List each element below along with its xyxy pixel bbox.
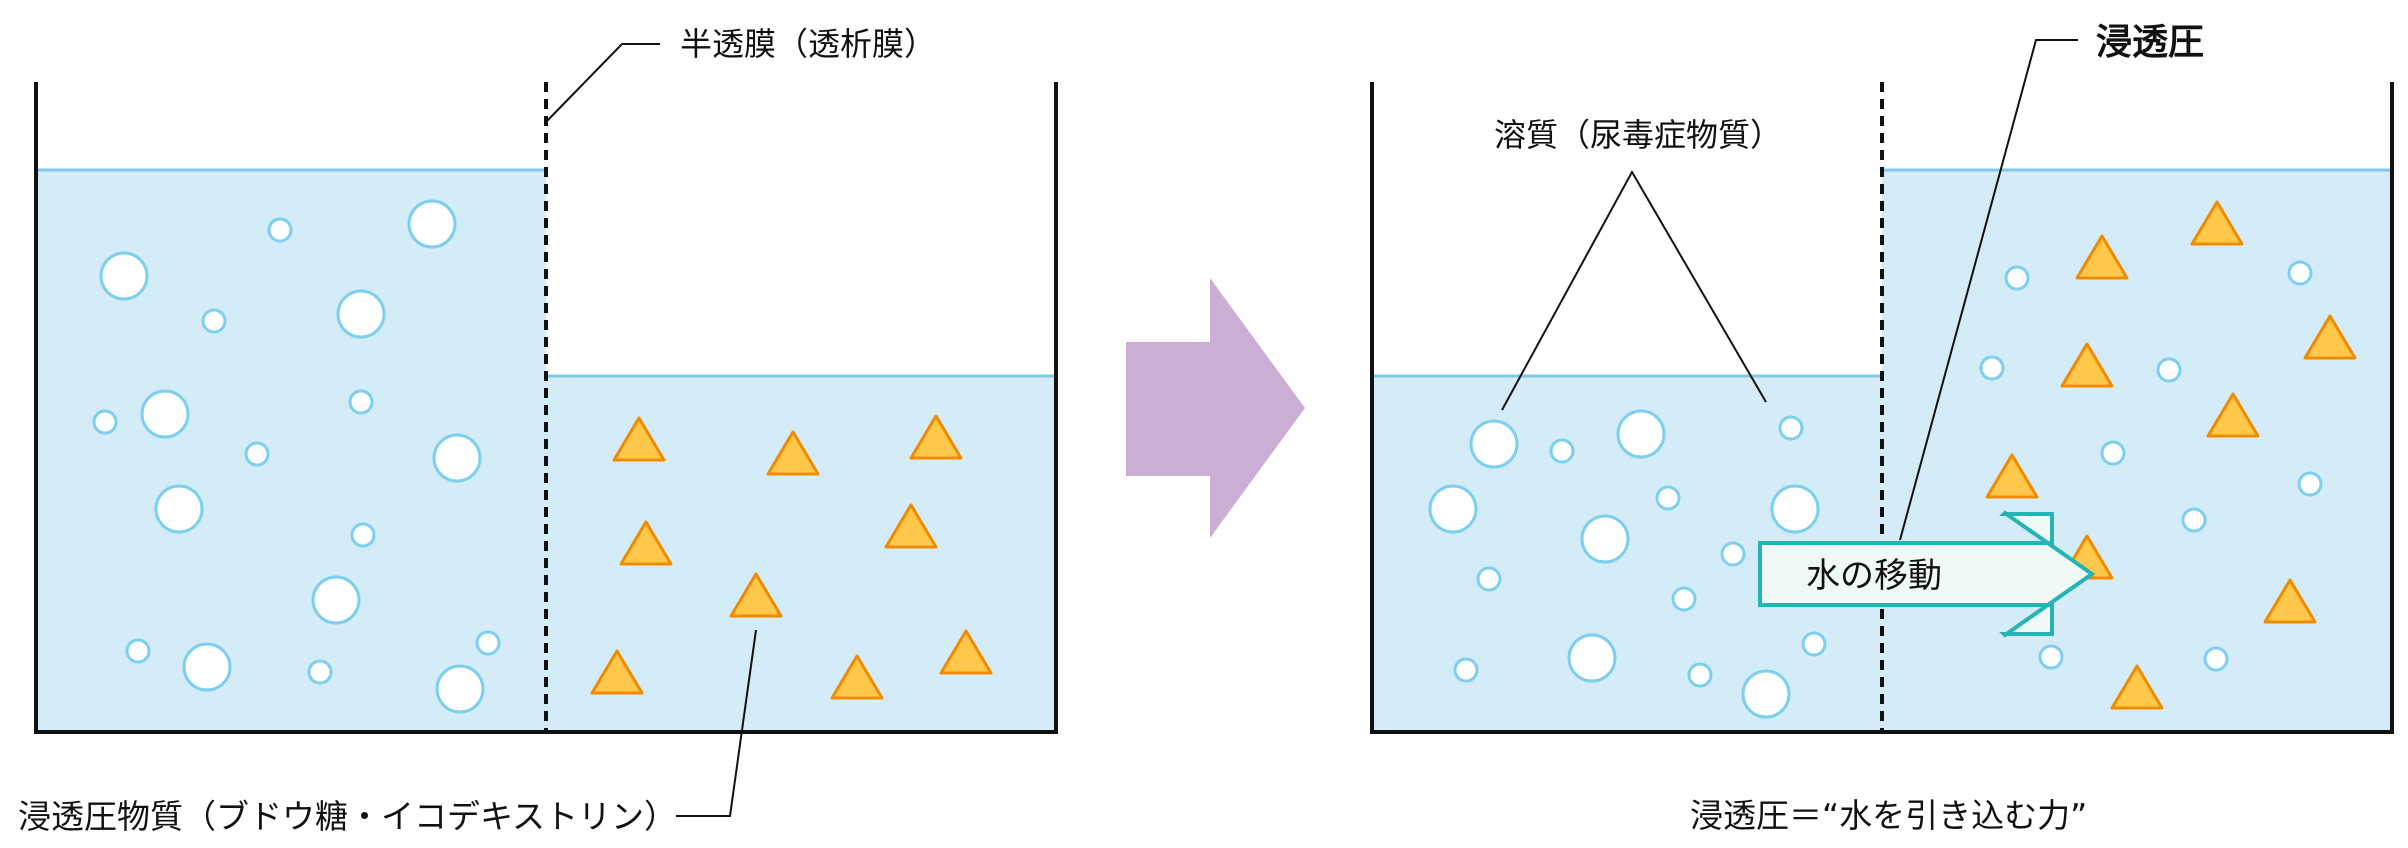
- osmotic-pressure-definition: 浸透圧＝“水を引き込む力”: [1690, 796, 2087, 835]
- water-molecule: [1476, 566, 1502, 592]
- water-molecule: [432, 433, 482, 483]
- water-molecule: [336, 289, 386, 339]
- solute-particle: [2075, 234, 2129, 280]
- solute-particle: [590, 649, 644, 695]
- membrane-label: 半透膜（透析膜）: [680, 25, 936, 63]
- solute-particle: [1985, 453, 2039, 499]
- water-molecule: [348, 389, 374, 415]
- solute-particle: [2263, 578, 2317, 624]
- solute-particle: [729, 572, 783, 618]
- solute-label: 溶質（尿毒症物質）: [1494, 116, 1782, 154]
- osmotic-particles-before: [590, 414, 993, 700]
- water-molecules-after: [1428, 260, 2323, 719]
- water-molecule: [1671, 586, 1697, 612]
- solute-particle: [830, 654, 884, 700]
- water-molecule: [2203, 646, 2229, 672]
- water-molecules-before: [92, 199, 501, 714]
- water-molecule: [140, 389, 190, 439]
- osmotic-pressure-leader-line: [1899, 39, 2078, 541]
- solute-particle: [909, 414, 963, 460]
- right-arrow-icon: [1758, 510, 2096, 638]
- water-molecule: [1549, 438, 1575, 464]
- water-molecule: [1979, 355, 2005, 381]
- water-molecule: [92, 409, 118, 435]
- water-molecule: [1428, 484, 1478, 534]
- water-molecule: [1770, 484, 1820, 534]
- water-right-after: [1882, 170, 2392, 732]
- osmotic-pressure-title: 浸透圧: [2096, 22, 2204, 63]
- water-molecule: [2287, 260, 2313, 286]
- solute-particle: [766, 430, 820, 476]
- water-molecule: [2156, 357, 2182, 383]
- water-molecule: [154, 484, 204, 534]
- water-molecule: [1801, 631, 1827, 657]
- solute-particle: [2110, 664, 2164, 710]
- solute-particle: [2303, 314, 2357, 360]
- water-molecule: [2181, 507, 2207, 533]
- water-molecule: [307, 659, 333, 685]
- water-molecule: [267, 217, 293, 243]
- water-molecule: [1616, 409, 1666, 459]
- water-molecule: [201, 308, 227, 334]
- osmotic-substance-label: 浸透圧物質（ブドウ糖・イコデキストリン）: [18, 797, 677, 836]
- solute-particle: [619, 520, 673, 566]
- solute-particle: [2190, 200, 2244, 246]
- water-molecule: [475, 630, 501, 656]
- solute-particle: [612, 416, 666, 462]
- water-movement-label: 水の移動: [1806, 556, 1942, 596]
- water-molecule: [1453, 657, 1479, 683]
- container-before: [34, 82, 1058, 734]
- solute-particle: [2206, 392, 2260, 438]
- water-molecule: [1655, 485, 1681, 511]
- container-after: [1370, 82, 2394, 734]
- solute-particle: [884, 503, 938, 549]
- water-molecule: [1580, 514, 1630, 564]
- water-molecule: [125, 638, 151, 664]
- water-molecule: [99, 251, 149, 301]
- water-molecule: [1687, 662, 1713, 688]
- water-molecule: [2004, 265, 2030, 291]
- osmotic-substance-leader-line: [676, 629, 757, 817]
- osmotic-particles-after: [1985, 200, 2357, 710]
- water-molecule: [2038, 644, 2064, 670]
- panel-after: 溶質（尿毒症物質） 水の移動 浸透圧 浸透圧＝“水を引き込む力”: [1370, 22, 2394, 835]
- water-molecule: [2297, 471, 2323, 497]
- water-molecule: [182, 642, 232, 692]
- solute-particle: [2060, 342, 2114, 388]
- water-molecule: [1741, 669, 1791, 719]
- solute-particle: [939, 629, 993, 675]
- solute-leader-lines: [1501, 169, 1767, 411]
- water-molecule: [1778, 415, 1804, 441]
- water-molecule: [2100, 440, 2126, 466]
- panel-before: 半透膜（透析膜） 浸透圧物質（ブドウ糖・イコデキストリン）: [18, 25, 1058, 836]
- water-molecule: [244, 441, 270, 467]
- right-arrow-icon: [1126, 278, 1305, 538]
- water-molecule: [1720, 541, 1746, 567]
- membrane-leader-line: [545, 43, 660, 123]
- water-molecule: [435, 664, 485, 714]
- water-molecule: [1469, 419, 1519, 469]
- water-molecule: [311, 575, 361, 625]
- water-molecule: [1567, 633, 1617, 683]
- water-molecule: [407, 199, 457, 249]
- water-molecule: [350, 522, 376, 548]
